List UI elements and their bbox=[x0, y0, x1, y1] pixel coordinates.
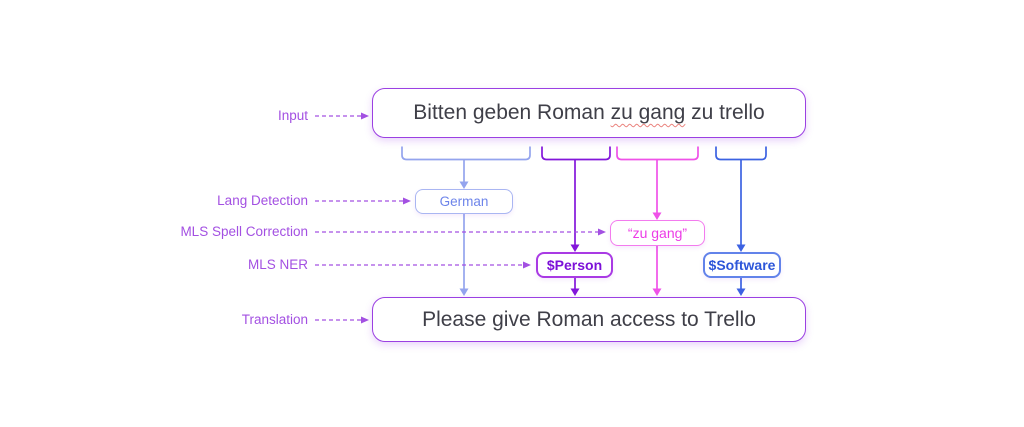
output-sentence-text: Please give Roman access to Trello bbox=[422, 307, 756, 331]
person-entity-node: $Person bbox=[536, 252, 613, 278]
output-sentence-node: Please give Roman access to Trello bbox=[372, 297, 806, 342]
arrowhead-spell-top bbox=[652, 212, 662, 220]
software-entity-node: $Software bbox=[703, 252, 781, 278]
dashed-arrowhead-ner bbox=[523, 261, 531, 269]
token-bracket-german bbox=[401, 146, 531, 161]
label-lang-detection: Lang Detection bbox=[217, 193, 308, 208]
language-node: German bbox=[415, 189, 513, 214]
label-spell-correction: MLS Spell Correction bbox=[180, 224, 308, 239]
label-translation: Translation bbox=[241, 312, 308, 327]
dashed-arrowhead-spell-correction bbox=[598, 228, 606, 236]
arrowhead-person-top bbox=[570, 244, 580, 252]
arrowhead-lang-top bbox=[459, 181, 469, 189]
token-bracket-software bbox=[715, 146, 767, 161]
arrowhead-spell-bottom bbox=[652, 288, 662, 296]
input-sentence-node: Bitten geben Roman zu gang zu trello bbox=[372, 88, 806, 138]
arrowhead-software-top bbox=[736, 244, 746, 252]
arrowhead-person-bottom bbox=[570, 288, 580, 296]
dashed-arrowhead-input bbox=[361, 112, 369, 120]
dashed-arrowhead-translation bbox=[361, 316, 369, 324]
label-ner: MLS NER bbox=[247, 257, 308, 272]
arrowhead-lang-bottom bbox=[459, 288, 469, 296]
input-sentence-before: Bitten geben Roman bbox=[413, 101, 611, 124]
arrowhead-software-bottom bbox=[736, 288, 746, 296]
input-sentence-after: zu trello bbox=[685, 101, 765, 124]
dashed-arrowhead-lang-detection bbox=[403, 197, 411, 205]
token-bracket-person bbox=[541, 146, 611, 161]
token-bracket-spell bbox=[616, 146, 699, 161]
label-input: Input bbox=[277, 108, 308, 123]
spell-correction-node: “zu gang” bbox=[610, 220, 705, 246]
misspelled-span: zu gang bbox=[610, 101, 686, 124]
